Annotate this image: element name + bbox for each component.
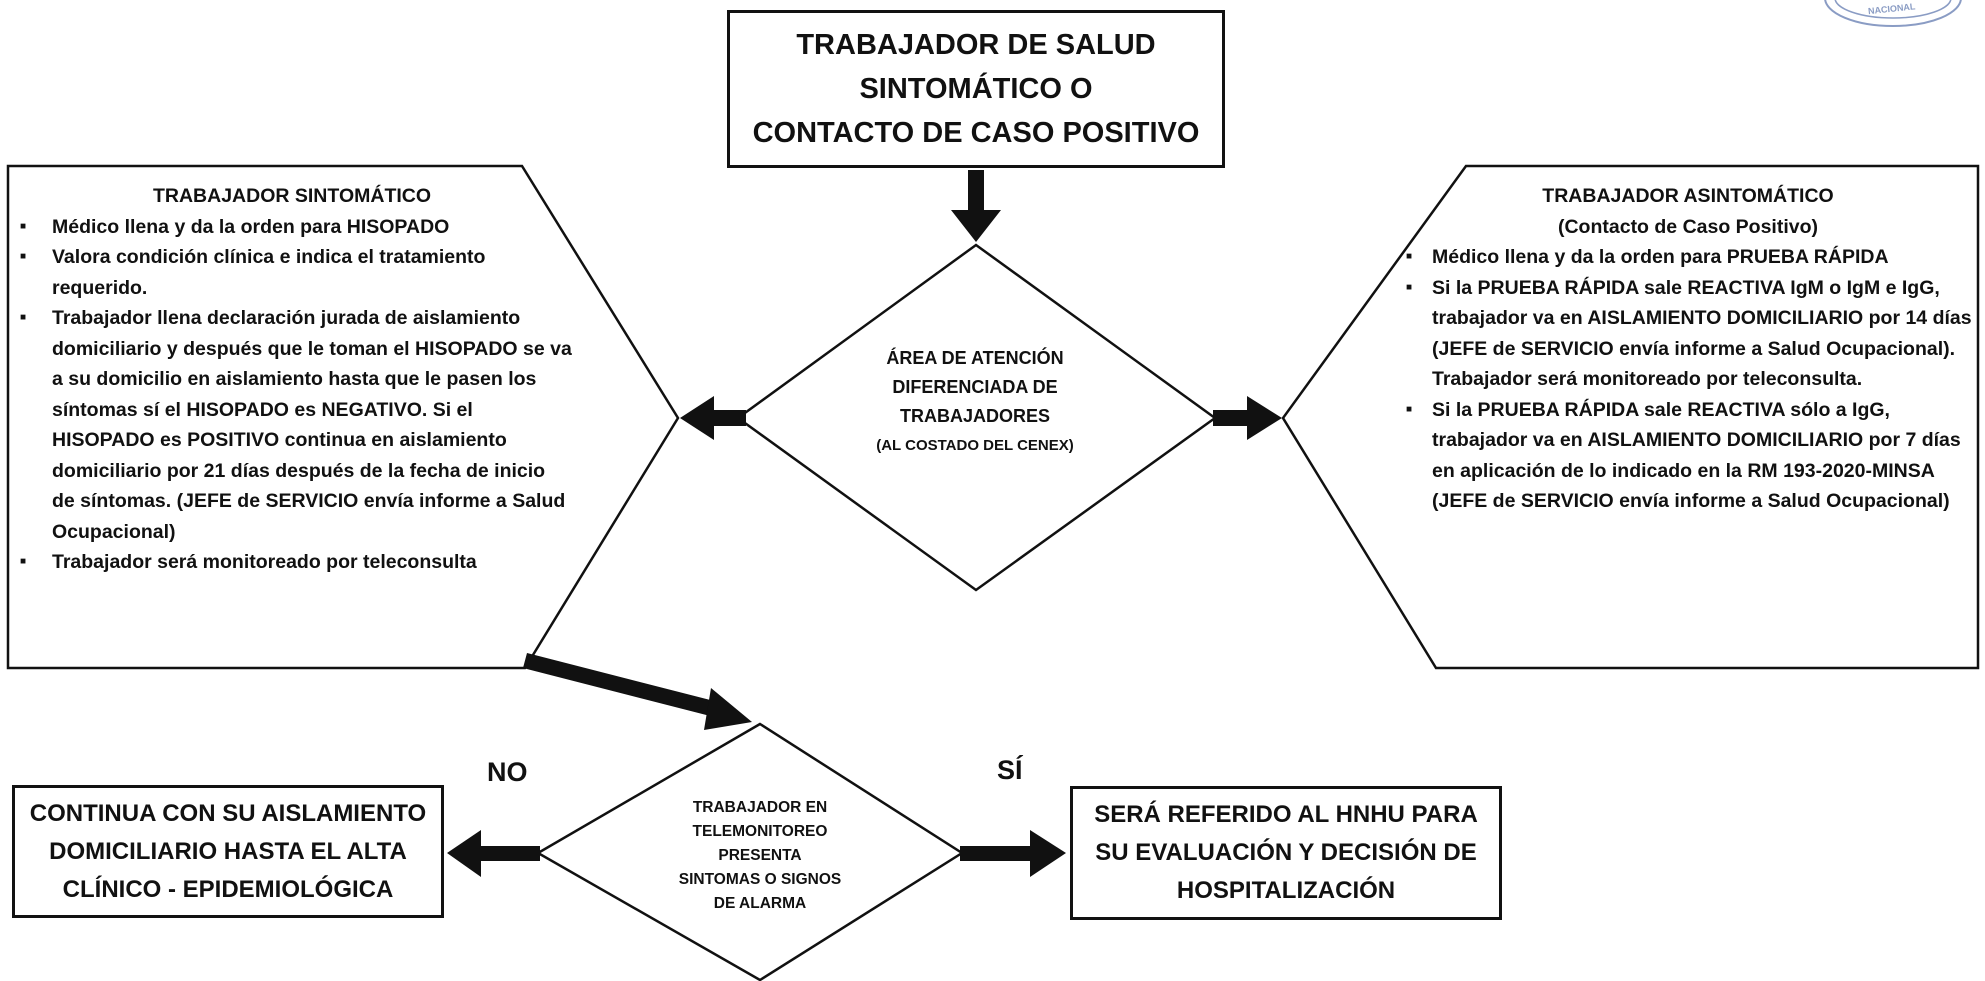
symptomatic-item-3: Trabajador llena declaración jurada de a… <box>12 303 572 547</box>
bottom-diamond-line-5: DE ALARMA <box>713 895 807 912</box>
bottom-diamond-line-3: PRESENTA <box>718 847 802 864</box>
top-box-line-2: SINTOMÁTICO O <box>859 73 1093 105</box>
symptomatic-item-2: Valora condición clínica e indica el tra… <box>12 242 572 303</box>
arrow-center-to-right <box>1213 396 1282 440</box>
asymptomatic-title: TRABAJADOR ASINTOMÁTICO <box>1542 185 1834 207</box>
svg-text:NACIONAL: NACIONAL <box>1868 1 1917 16</box>
asymptomatic-subtitle: (Contacto de Caso Positivo) <box>1557 215 1819 238</box>
continue-isolation-line-1: CONTINUA CON SU AISLAMIENTO <box>29 799 427 827</box>
arrow-center-to-left <box>680 396 746 440</box>
asymptomatic-item-1: Médico llena y da la orden para PRUEBA R… <box>1398 242 1978 273</box>
right-panel-shape <box>1281 164 1980 670</box>
top-box-line-1: TRABAJADOR DE SALUD <box>796 29 1156 61</box>
bottom-diamond-line-4: SINTOMAS O SIGNOS <box>678 871 842 888</box>
center-diamond-line-4: (AL COSTADO DEL CENEX) <box>876 437 1074 454</box>
referral-line-2: SU EVALUACIÓN Y DECISIÓN DE <box>1095 839 1477 866</box>
top-box: TRABAJADOR DE SALUD SINTOMÁTICO O CONTAC… <box>727 10 1225 168</box>
symptomatic-item-4: Trabajador será monitoreado por telecons… <box>12 547 572 578</box>
continue-isolation-box: CONTINUA CON SU AISLAMIENTO DOMICILIARIO… <box>12 785 444 918</box>
seal-logo: NACIONAL <box>1824 0 1962 27</box>
bottom-diamond-label: TRABAJADOR EN TELEMONITOREO PRESENTA SIN… <box>650 796 870 916</box>
bottom-diamond-line-1: TRABAJADOR EN <box>692 799 828 816</box>
asymptomatic-item-2: Si la PRUEBA RÁPIDA sale REACTIVA IgM o … <box>1398 273 1978 395</box>
symptomatic-item-1: Médico llena y da la orden para HISOPADO <box>12 212 572 243</box>
center-diamond-label: ÁREA DE ATENCIÓN DIFERENCIADA DE TRABAJA… <box>830 344 1120 460</box>
arrow-no-to-left-outcome <box>447 830 540 877</box>
asymptomatic-panel: TRABAJADOR ASINTOMÁTICO (Contacto de Cas… <box>1398 181 1978 517</box>
no-label: NO <box>487 757 528 787</box>
asymptomatic-item-3: Si la PRUEBA RÁPIDA sale REACTIVA sólo a… <box>1398 395 1978 517</box>
center-diamond-line-3: TRABAJADORES <box>899 406 1050 426</box>
referral-line-1: SERÁ REFERIDO AL HNHU PARA <box>1094 801 1478 828</box>
arrow-top-to-center <box>951 170 1001 242</box>
asymptomatic-list: Médico llena y da la orden para PRUEBA R… <box>1398 242 1978 517</box>
top-box-line-3: CONTACTO DE CASO POSITIVO <box>752 117 1200 149</box>
center-diamond-line-1: ÁREA DE ATENCIÓN <box>886 348 1064 368</box>
continue-isolation-line-2: DOMICILIARIO HASTA EL ALTA <box>49 837 407 865</box>
center-diamond-line-2: DIFERENCIADA DE <box>892 377 1058 397</box>
continue-isolation-line-3: CLÍNICO - EPIDEMIOLÓGICA <box>62 875 394 903</box>
arrow-left-panel-to-bottom-diamond <box>523 653 752 730</box>
symptomatic-list: Médico llena y da la orden para HISOPADO… <box>12 212 572 578</box>
si-label: SÍ <box>997 755 1023 785</box>
referral-line-3: HOSPITALIZACIÓN <box>1176 877 1396 904</box>
bottom-diamond-line-2: TELEMONITOREO <box>692 823 828 840</box>
bottom-diamond-shape <box>535 722 965 981</box>
left-panel-shape <box>6 164 680 670</box>
symptomatic-panel: TRABAJADOR SINTOMÁTICO Médico llena y da… <box>12 181 572 578</box>
center-diamond-shape <box>735 243 1218 592</box>
arrow-si-to-right-outcome <box>960 830 1066 877</box>
symptomatic-title: TRABAJADOR SINTOMÁTICO <box>152 185 432 207</box>
referral-box: SERÁ REFERIDO AL HNHU PARA SU EVALUACIÓN… <box>1070 786 1502 920</box>
